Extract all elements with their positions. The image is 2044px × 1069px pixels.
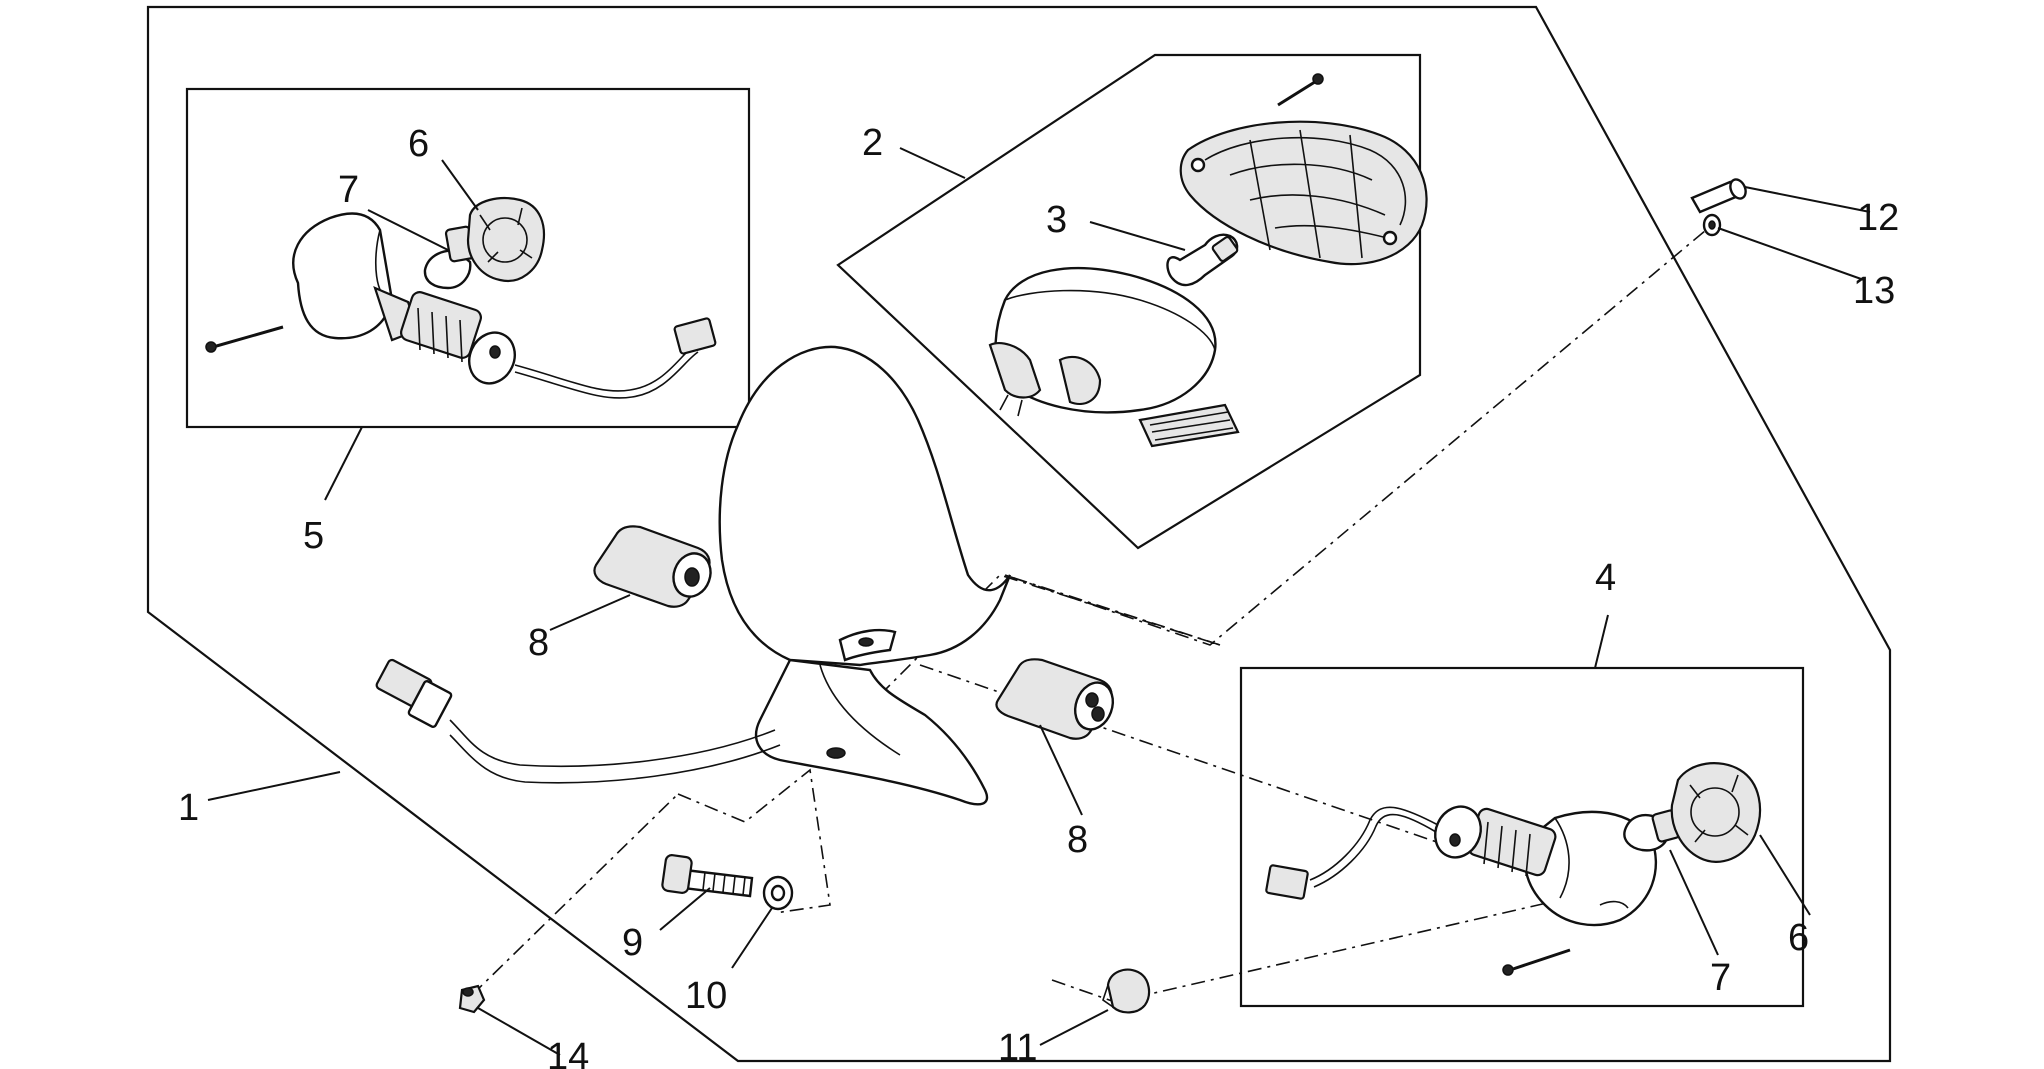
- callout-10: 10: [685, 975, 727, 1017]
- callout-4: 4: [1595, 557, 1616, 599]
- rubber-spacer-upper: [593, 525, 712, 608]
- turn-signal-right: [1265, 762, 1762, 976]
- callout-6-left: 6: [408, 123, 429, 165]
- callout-3: 3: [1046, 199, 1067, 241]
- centerline-nut-14: [471, 793, 679, 996]
- callout-6-right: 6: [1788, 917, 1809, 959]
- callout-14: 14: [547, 1036, 589, 1069]
- callout-11: 11: [998, 1027, 1037, 1069]
- tail-light-assembly: [988, 73, 1428, 448]
- callout-2: 2: [862, 122, 883, 164]
- callout-7-left: 7: [338, 169, 359, 211]
- bolt-9: [661, 854, 754, 898]
- assembly-4-box: [1239, 666, 1805, 1008]
- assembly-1-outline: [146, 5, 1892, 1063]
- rubber-spacer-lower: [995, 658, 1115, 740]
- callout-7-right: 7: [1710, 957, 1731, 999]
- nut-14: [458, 984, 486, 1014]
- cap-nut-11: [1102, 968, 1151, 1014]
- centerline-bolt-9: [677, 768, 831, 914]
- turn-signal-left: [205, 197, 717, 399]
- callout-8-upper: 8: [528, 622, 549, 664]
- callout-12: 12: [1857, 197, 1899, 239]
- callout-1: 1: [178, 787, 199, 829]
- bolt-12: [1690, 178, 1747, 214]
- centerline-bracket-right: [879, 574, 1221, 696]
- callout-9: 9: [622, 922, 643, 964]
- washer-10: [762, 875, 794, 911]
- callout-13: 13: [1853, 270, 1895, 312]
- callout-5: 5: [303, 515, 324, 557]
- license-plate-bracket: [375, 345, 1012, 806]
- callout-8-lower: 8: [1067, 819, 1088, 861]
- leader-lines: [207, 147, 1871, 1056]
- washer-13: [1702, 213, 1722, 237]
- assembly-5-box: [185, 87, 751, 429]
